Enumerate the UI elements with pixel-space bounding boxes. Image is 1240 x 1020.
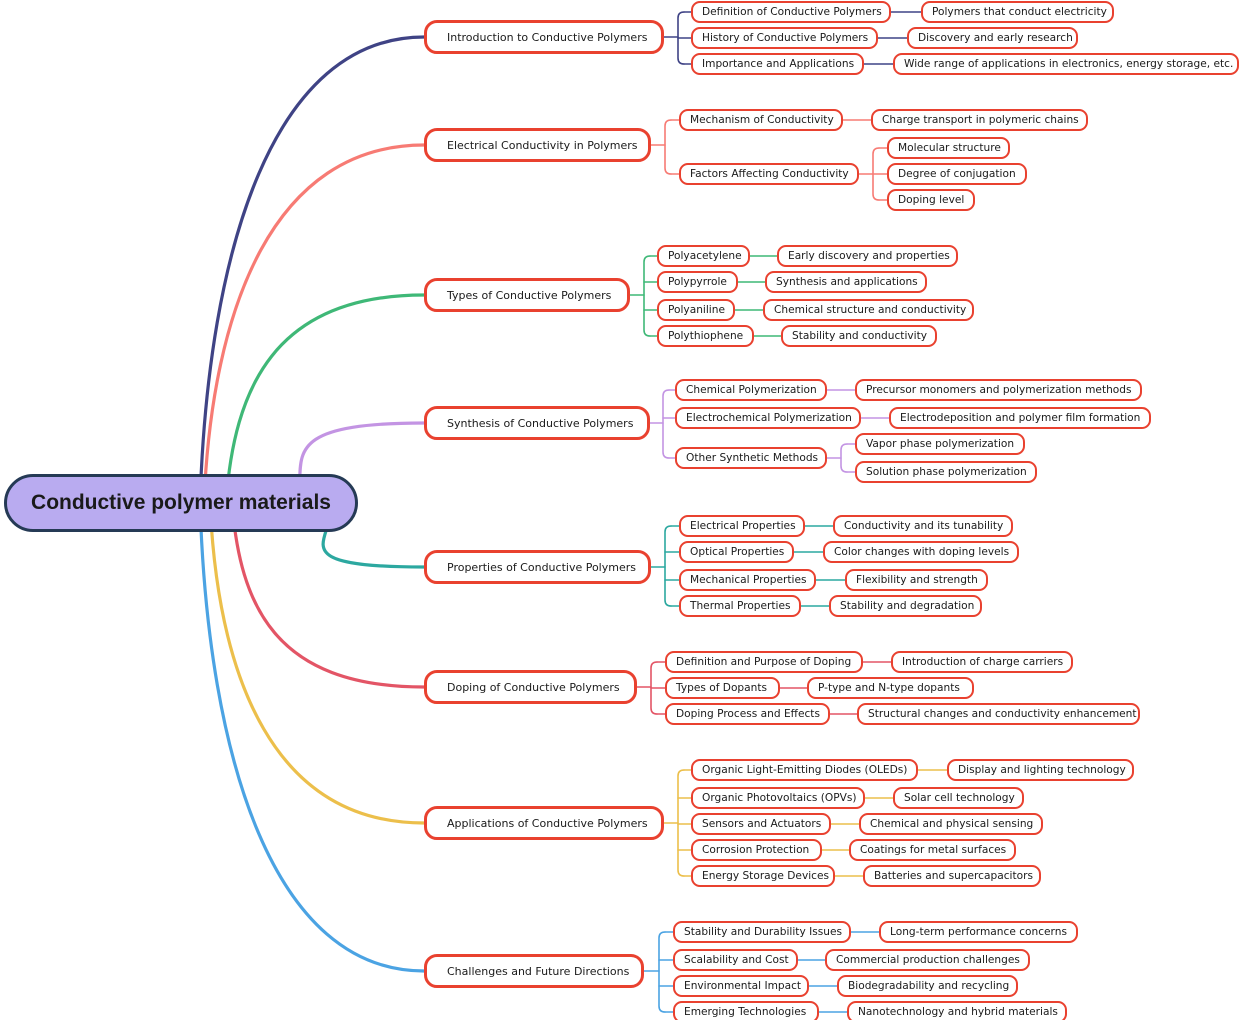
subtopic-opvs[interactable]: Organic Photovoltaics (OPVs) [691,787,865,809]
detail-solar-cell[interactable]: Solar cell technology [893,787,1024,809]
branch-connector-2 [224,293,426,505]
detail-wide-range-applications[interactable]: Wide range of applications in electronic… [893,53,1239,75]
subtopic-polythiophene[interactable]: Polythiophene [657,325,754,347]
subtopic-emerging-technologies[interactable]: Emerging Technologies [673,1001,819,1020]
topic-properties[interactable]: Properties of Conductive Polymers [424,550,651,584]
topic-doping[interactable]: Doping of Conductive Polymers [424,670,637,704]
subtopic-polypyrrole[interactable]: Polypyrrole [657,271,738,293]
detail-molecular-structure[interactable]: Molecular structure [887,137,1010,159]
detail-connector-3-2-spine [840,443,848,473]
detail-charge-transport[interactable]: Charge transport in polymeric chains [871,109,1088,131]
detail-flexibility-strength[interactable]: Flexibility and strength [845,569,988,591]
subtopic-chemical-polymerization[interactable]: Chemical Polymerization [675,379,827,401]
subtopic-polyacetylene[interactable]: Polyacetylene [657,245,750,267]
central-topic[interactable]: Conductive polymer materials [4,474,358,532]
branch-connector-1 [202,143,426,505]
detail-vapor-phase[interactable]: Vapor phase polymerization [855,433,1025,455]
subtopic-mechanism[interactable]: Mechanism of Conductivity [679,109,843,131]
detail-doping-level[interactable]: Doping level [887,189,975,211]
subtopic-connector-1-spine [664,119,672,175]
detail-degree-of-conjugation[interactable]: Degree of conjugation [887,163,1027,185]
topic-applications[interactable]: Applications of Conductive Polymers [424,806,664,840]
detail-synthesis-applications[interactable]: Synthesis and applications [765,271,927,293]
subtopic-optical-properties[interactable]: Optical Properties [679,541,794,563]
subtopic-connector-2-spine [643,255,651,337]
detail-structural-changes[interactable]: Structural changes and conductivity enha… [857,703,1140,725]
topic-synthesis[interactable]: Synthesis of Conductive Polymers [424,406,650,440]
branch-connector-6 [208,501,426,825]
detail-stability-conductivity[interactable]: Stability and conductivity [781,325,937,347]
subtopic-sensors-actuators[interactable]: Sensors and Actuators [691,813,831,835]
subtopic-other-synthetic-methods[interactable]: Other Synthetic Methods [675,447,827,469]
detail-display-lighting[interactable]: Display and lighting technology [947,759,1134,781]
detail-early-discovery[interactable]: Early discovery and properties [777,245,958,267]
detail-electrodeposition[interactable]: Electrodeposition and polymer film forma… [889,407,1151,429]
detail-solution-phase[interactable]: Solution phase polymerization [855,461,1037,483]
subtopic-electrochemical-polymerization[interactable]: Electrochemical Polymerization [675,407,861,429]
detail-nanotechnology[interactable]: Nanotechnology and hybrid materials [847,1001,1067,1020]
detail-batteries-supercapacitors[interactable]: Batteries and supercapacitors [863,865,1041,887]
detail-charge-carriers[interactable]: Introduction of charge carriers [891,651,1073,673]
detail-color-changes[interactable]: Color changes with doping levels [823,541,1019,563]
subtopic-mechanical-properties[interactable]: Mechanical Properties [679,569,816,591]
subtopic-scalability-cost[interactable]: Scalability and Cost [673,949,798,971]
subtopic-stability-durability[interactable]: Stability and Durability Issues [673,921,851,943]
branch-connector-0 [198,35,426,505]
subtopic-connector-6-spine [677,769,685,877]
subtopic-connector-4-spine [664,525,672,607]
subtopic-electrical-properties[interactable]: Electrical Properties [679,515,805,537]
topic-electrical-conductivity[interactable]: Electrical Conductivity in Polymers [424,128,651,162]
subtopic-importance[interactable]: Importance and Applications [691,53,864,75]
subtopic-energy-storage[interactable]: Energy Storage Devices [691,865,835,887]
detail-commercial-production[interactable]: Commercial production challenges [825,949,1030,971]
detail-p-n-type-dopants[interactable]: P-type and N-type dopants [807,677,974,699]
subtopic-definition[interactable]: Definition of Conductive Polymers [691,1,891,23]
detail-stability-degradation[interactable]: Stability and degradation [829,595,982,617]
detail-coatings[interactable]: Coatings for metal surfaces [849,839,1016,861]
detail-long-term-performance[interactable]: Long-term performance concerns [879,921,1078,943]
topic-challenges[interactable]: Challenges and Future Directions [424,954,644,988]
detail-discovery-early-research[interactable]: Discovery and early research [907,27,1078,49]
detail-biodegradability[interactable]: Biodegradability and recycling [837,975,1018,997]
subtopic-polyaniline[interactable]: Polyaniline [657,299,735,321]
subtopic-factors[interactable]: Factors Affecting Conductivity [679,163,859,185]
topic-types[interactable]: Types of Conductive Polymers [424,278,630,312]
subtopic-connector-3-spine [662,389,670,459]
topic-introduction[interactable]: Introduction to Conductive Polymers [424,20,664,54]
subtopic-types-of-dopants[interactable]: Types of Dopants [665,677,780,699]
detail-precursor-monomers[interactable]: Precursor monomers and polymerization me… [855,379,1142,401]
detail-conductivity-tunability[interactable]: Conductivity and its tunability [833,515,1013,537]
subtopic-definition-purpose-doping[interactable]: Definition and Purpose of Doping [665,651,863,673]
subtopic-corrosion-protection[interactable]: Corrosion Protection [691,839,822,861]
subtopic-connector-7-spine [658,931,666,1013]
branch-connector-5 [230,501,426,689]
subtopic-history[interactable]: History of Conductive Polymers [691,27,878,49]
detail-polymers-conduct-electricity[interactable]: Polymers that conduct electricity [921,1,1114,23]
detail-chemical-physical-sensing[interactable]: Chemical and physical sensing [859,813,1043,835]
branch-connector-7 [198,501,426,973]
detail-chemical-structure[interactable]: Chemical structure and conductivity [763,299,974,321]
subtopic-oleds[interactable]: Organic Light-Emitting Diodes (OLEDs) [691,759,918,781]
subtopic-environmental-impact[interactable]: Environmental Impact [673,975,809,997]
subtopic-thermal-properties[interactable]: Thermal Properties [679,595,801,617]
subtopic-doping-process[interactable]: Doping Process and Effects [665,703,830,725]
